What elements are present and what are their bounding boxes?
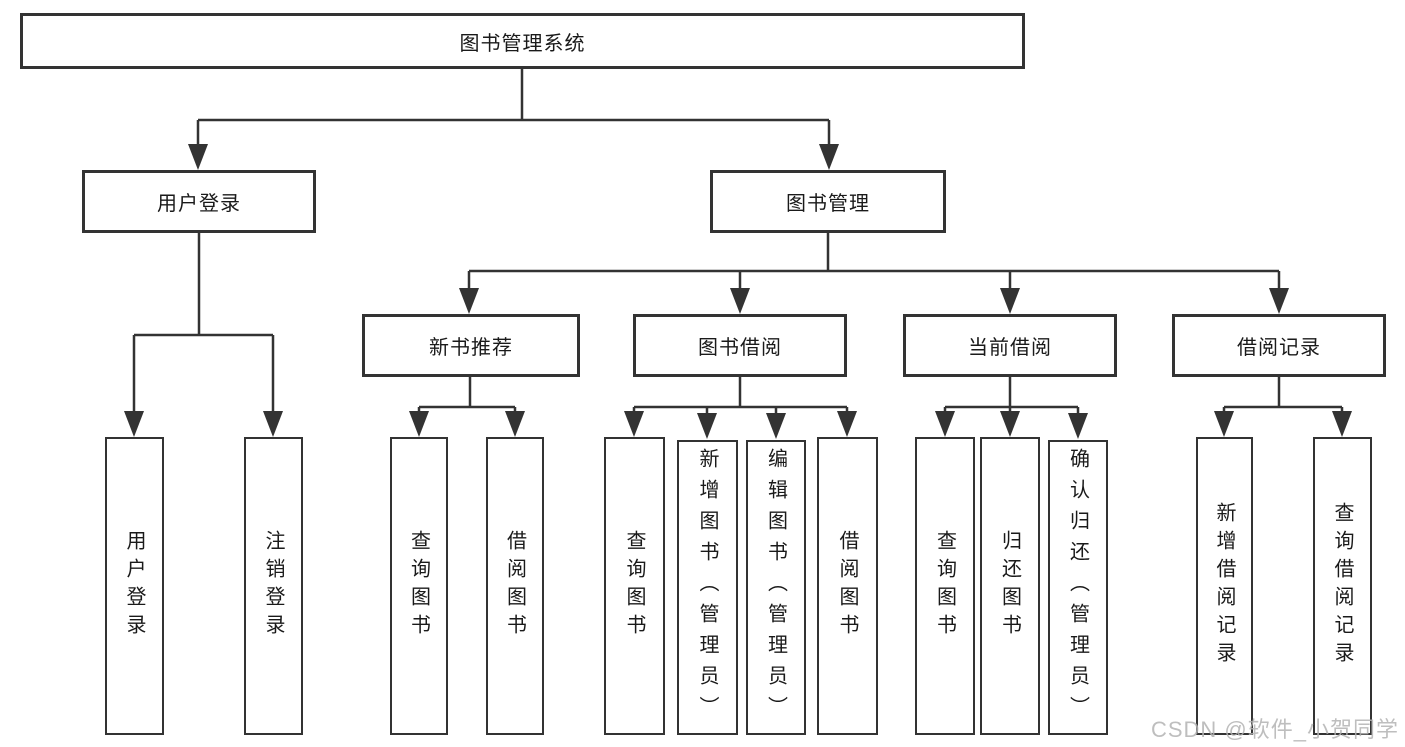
node-user-login-label: 用户登录 bbox=[157, 193, 241, 215]
leaf-borrow-books-borrowing: 借阅图书 bbox=[817, 437, 878, 735]
leaf-user-login: 用户登录 bbox=[105, 437, 164, 735]
leaf-query-books-recommend: 查询图书 bbox=[390, 437, 448, 735]
leaf-query-borrow-record: 查询借阅记录 bbox=[1313, 437, 1372, 735]
node-borrowing-records-label: 借阅记录 bbox=[1237, 337, 1321, 359]
leaf-edit-books-admin: 编辑图书（管理员） bbox=[746, 440, 806, 735]
node-root-label: 图书管理系统 bbox=[459, 32, 586, 55]
node-borrowing-records: 借阅记录 bbox=[1172, 314, 1386, 377]
node-book-borrowing: 图书借阅 bbox=[633, 314, 847, 377]
leaf-query-books-borrowing: 查询图书 bbox=[604, 437, 665, 735]
node-user-login: 用户登录 bbox=[82, 170, 316, 233]
leaf-logout: 注销登录 bbox=[244, 437, 303, 735]
leaf-add-borrow-record: 新增借阅记录 bbox=[1196, 437, 1253, 735]
leaf-query-books-current: 查询图书 bbox=[915, 437, 975, 735]
node-new-book-recommend-label: 新书推荐 bbox=[429, 337, 513, 359]
node-book-management: 图书管理 bbox=[710, 170, 946, 233]
leaf-borrow-books-recommend: 借阅图书 bbox=[486, 437, 544, 735]
node-book-borrowing-label: 图书借阅 bbox=[698, 337, 782, 359]
node-current-borrowing-label: 当前借阅 bbox=[968, 337, 1052, 359]
csdn-watermark: CSDN @软件_小贺同学 bbox=[1150, 717, 1399, 742]
node-current-borrowing: 当前借阅 bbox=[903, 314, 1117, 377]
node-root-library-system: 图书管理系统 bbox=[20, 13, 1025, 69]
node-new-book-recommend: 新书推荐 bbox=[362, 314, 580, 377]
node-book-management-label: 图书管理 bbox=[786, 193, 870, 215]
leaf-confirm-return-admin: 确认归还（管理员） bbox=[1048, 440, 1108, 735]
leaf-return-books: 归还图书 bbox=[980, 437, 1040, 735]
leaf-add-books-admin: 新增图书（管理员） bbox=[677, 440, 738, 735]
